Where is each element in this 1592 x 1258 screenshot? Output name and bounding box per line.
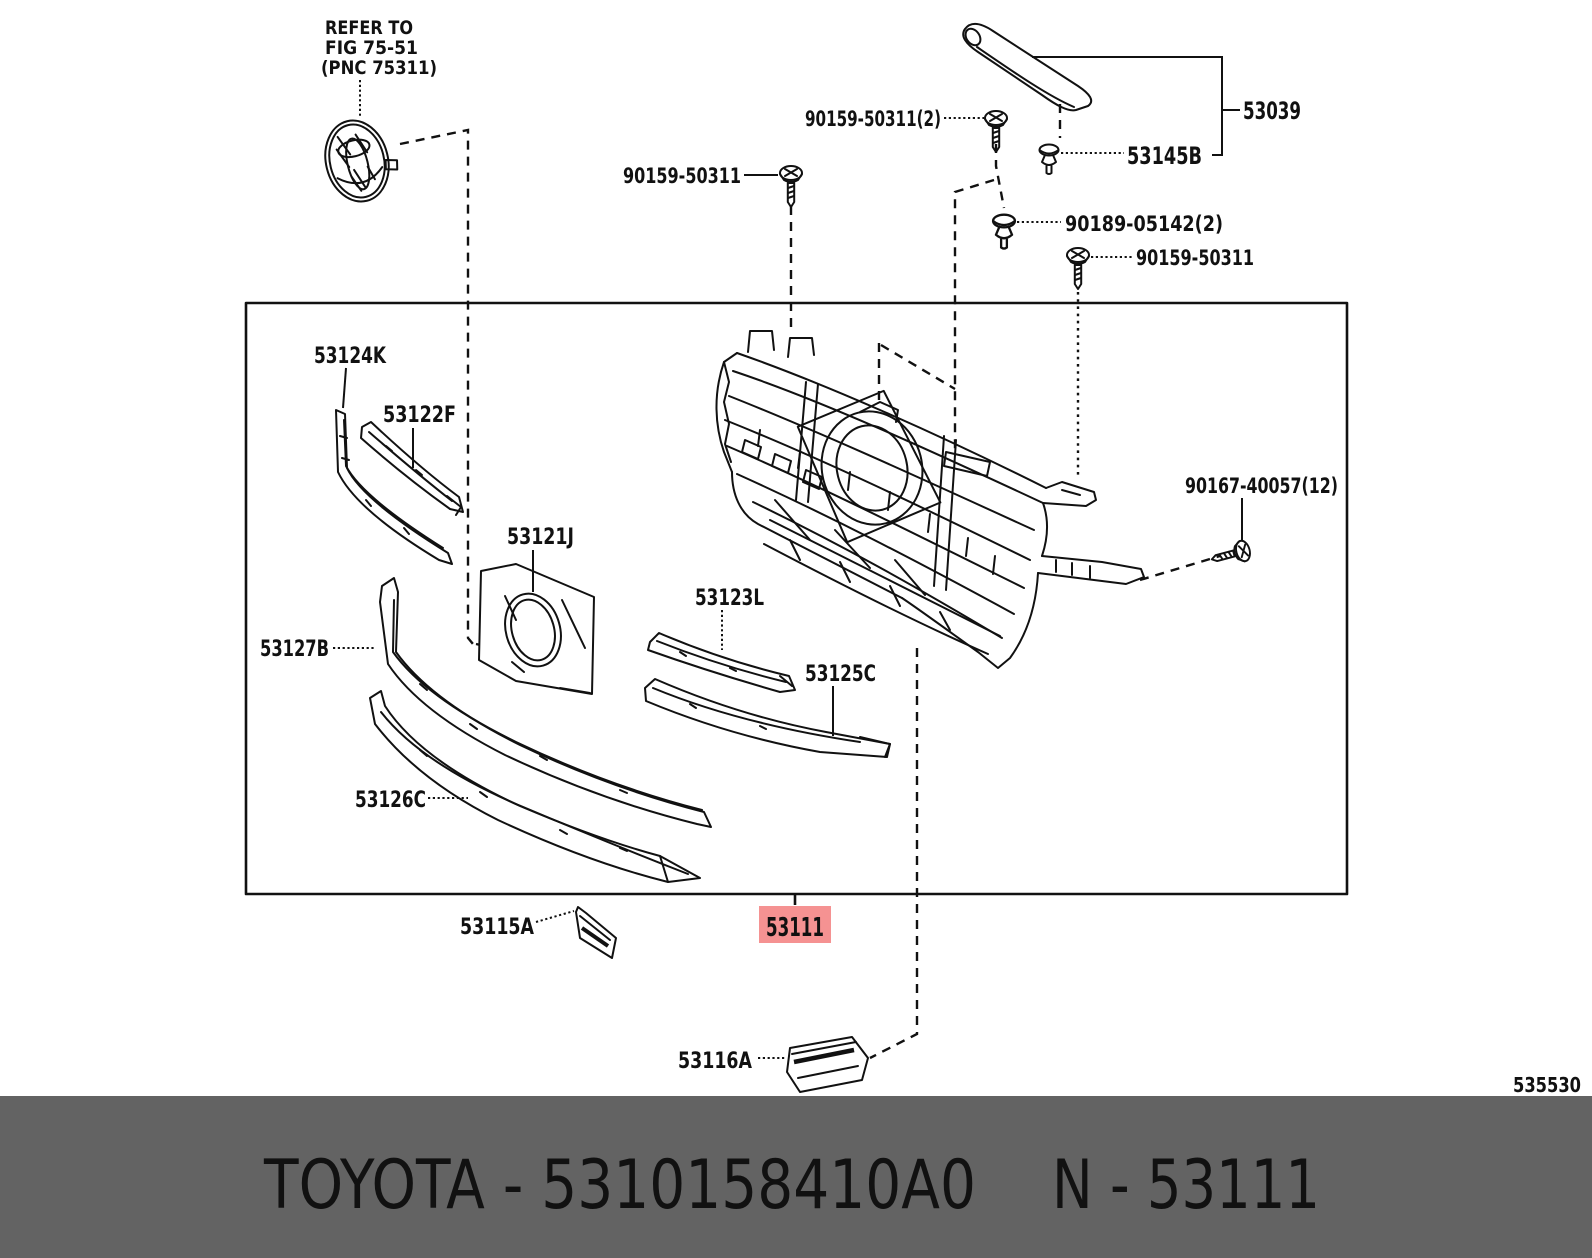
part-drawing-53116a <box>786 1036 869 1093</box>
emblem-position-dash-line <box>399 128 474 645</box>
dash-grille-to-screw-90167 <box>1139 554 1221 582</box>
part-drawing-53124k <box>335 409 453 565</box>
refer-note-line1: REFER TO <box>325 17 413 39</box>
part-label-90159-right[interactable]: 90159-50311 <box>1136 246 1254 270</box>
dash-screw-to-clip <box>994 144 1006 209</box>
part-label-53111[interactable]: 53111 <box>766 913 824 943</box>
part-label-53115a[interactable]: 53115A <box>460 915 534 940</box>
refer-note: REFER TO FIG 75-51 (PNC 75311) <box>321 17 437 118</box>
footer-banner <box>0 1096 1592 1258</box>
highlight-box-53111[interactable] <box>759 906 831 943</box>
part-label-90159-50311-left[interactable]: 90159-50311 <box>623 164 741 188</box>
part-drawing-53115a <box>575 906 617 959</box>
page-code: 535530 <box>1513 1073 1581 1097</box>
screw-icon-90167 <box>1208 538 1254 571</box>
dash-mount-parallelogram <box>877 343 956 405</box>
footer-part-number: TOYOTA - 5310158410A0 <box>263 1146 976 1225</box>
dash-grille-to-53116a <box>869 648 919 1060</box>
refer-note-line2: FIG 75-51 <box>325 37 418 59</box>
leader-53115a <box>535 910 575 923</box>
screw-icon-90159-left <box>779 165 803 208</box>
part-label-53122f[interactable]: 53122F <box>383 403 456 428</box>
part-label-53039[interactable]: 53039 <box>1243 97 1301 125</box>
leader-53124k <box>342 367 347 409</box>
footer-pnc: N - 53111 <box>1052 1146 1320 1225</box>
clip-icon-90189 <box>991 213 1017 250</box>
part-label-53123l[interactable]: 53123L <box>695 586 764 611</box>
bracket-53039 <box>1032 56 1223 156</box>
part-label-90189[interactable]: 90189-05142(2) <box>1065 212 1223 236</box>
part-label-53125c[interactable]: 53125C <box>805 662 876 687</box>
part-label-53116a[interactable]: 53116A <box>678 1049 752 1074</box>
part-drawing-53121j <box>478 563 595 695</box>
screw-icon-90159-right <box>1066 247 1090 290</box>
part-label-53124k[interactable]: 53124K <box>314 344 387 369</box>
dash-screw-to-grille-center <box>953 178 995 452</box>
part-drawing-53123l <box>647 632 796 693</box>
clip-icon-53145b <box>1038 143 1060 175</box>
part-drawing-53127b <box>379 577 712 828</box>
part-label-53145b[interactable]: 53145B <box>1127 142 1202 170</box>
part-label-90159-50311-pair[interactable]: 90159-50311(2) <box>805 107 941 131</box>
part-label-53127b[interactable]: 53127B <box>260 637 329 662</box>
part-label-90167[interactable]: 90167-40057(12) <box>1185 474 1338 498</box>
part-label-53126c[interactable]: 53126C <box>355 788 426 813</box>
toyota-emblem-drawing <box>324 119 399 203</box>
part-drawing-53111-grille <box>715 330 1145 669</box>
part-drawing-53126c <box>369 690 701 883</box>
part-drawing-53125c <box>644 678 891 758</box>
part-label-53121j[interactable]: 53121J <box>507 525 574 550</box>
parts-box-border <box>244 301 1349 896</box>
refer-note-line3: (PNC 75311) <box>321 57 437 79</box>
part-drawing-53039 <box>962 23 1093 112</box>
